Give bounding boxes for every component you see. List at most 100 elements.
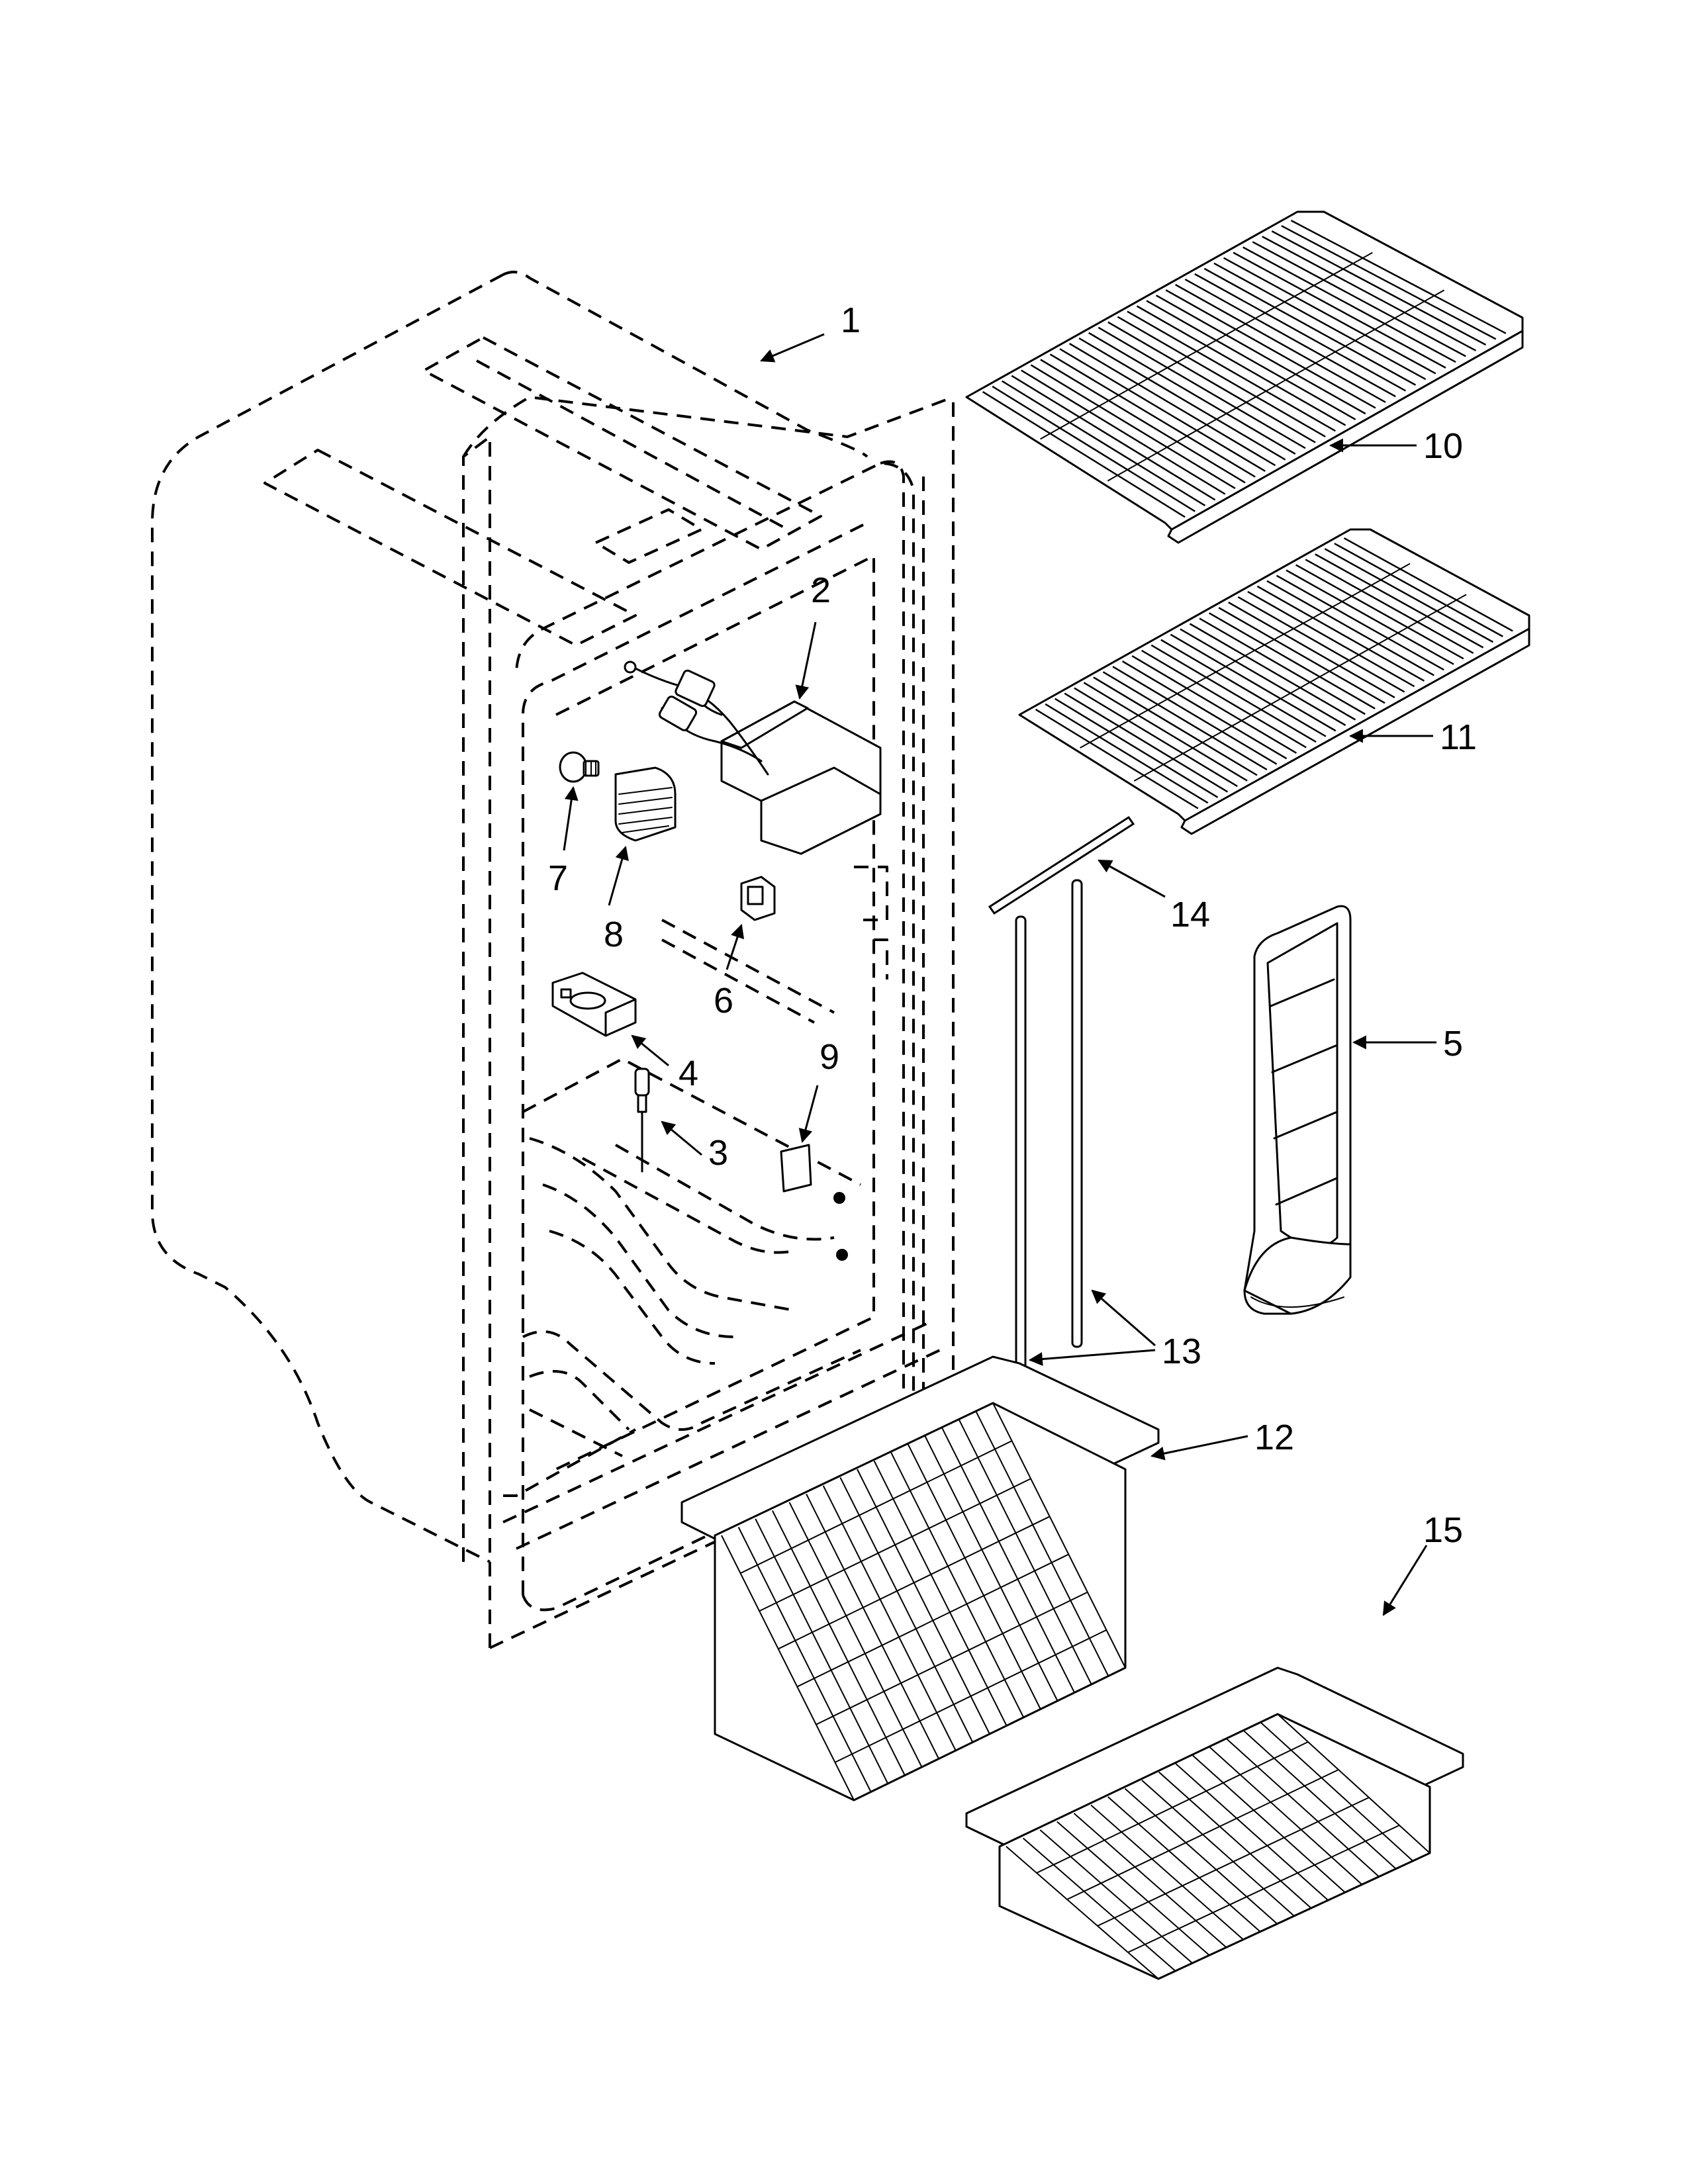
basket-part-15	[965, 1666, 1464, 1980]
wire-segment	[1022, 1837, 1176, 1972]
wire-segment	[759, 1478, 1031, 1612]
wire-segment	[1097, 1797, 1370, 1927]
wire-segment	[1266, 580, 1434, 676]
wire-segment	[822, 1485, 957, 1751]
wire-segment	[771, 1510, 906, 1776]
wire-segment	[1073, 1813, 1227, 1948]
callout-12: 12	[1254, 1418, 1294, 1457]
callout-2: 2	[811, 570, 831, 610]
callout-5: 5	[1443, 1024, 1463, 1064]
leader-line-9	[798, 1085, 819, 1144]
divider-part-5	[1243, 905, 1352, 1315]
wire-segment	[1030, 364, 1236, 490]
callout-3: 3	[708, 1133, 728, 1173]
wire-segment	[1233, 251, 1446, 369]
wire-segment	[1271, 230, 1487, 346]
wire-segment	[924, 1435, 1058, 1702]
wire-segment	[1194, 273, 1406, 392]
callout-8: 8	[604, 915, 624, 954]
wire-segment	[1098, 326, 1306, 449]
callout-13: 13	[1162, 1332, 1201, 1371]
callout-7: 7	[548, 858, 568, 898]
wire-segment	[1223, 257, 1436, 375]
wire-segment	[1175, 1763, 1329, 1901]
leader-line-13b	[1028, 1349, 1156, 1366]
wire-segment	[941, 1428, 1076, 1693]
wire-segment	[1295, 564, 1464, 660]
callout-9: 9	[820, 1037, 839, 1077]
wire-segment	[857, 1469, 990, 1735]
wire-segment	[1141, 1780, 1295, 1917]
wire-segment	[1141, 649, 1307, 749]
thermistor-part-3	[634, 1068, 650, 1173]
callout-15: 15	[1423, 1510, 1463, 1550]
wire-segment	[1121, 660, 1288, 760]
leader-line-14	[1098, 859, 1166, 898]
wire-segment	[1136, 305, 1346, 426]
callout-14: 14	[1170, 895, 1210, 934]
wire-segment	[1088, 332, 1296, 455]
wire-segment	[1124, 1788, 1278, 1925]
wire-segment	[1080, 563, 1411, 749]
wire-shelf-part-11	[1018, 528, 1530, 835]
wire-segment	[1049, 353, 1256, 478]
leader-lines	[563, 333, 1436, 1616]
wire-segment	[1107, 289, 1445, 482]
wire-segment	[1021, 369, 1226, 495]
wire-segment	[975, 1411, 1109, 1676]
screw-hole-dot	[833, 1192, 845, 1204]
wire-segment	[1165, 289, 1376, 409]
callout-11: 11	[1440, 717, 1477, 757]
wire-segment	[1277, 1713, 1430, 1854]
wire-segment	[1180, 628, 1346, 726]
wire-segment	[1324, 548, 1494, 643]
wire-segment	[1184, 278, 1396, 398]
wire-segment	[1189, 623, 1356, 721]
wire-segment	[1243, 246, 1456, 363]
screw-hole-dot	[836, 1249, 848, 1261]
wire-segment	[740, 1440, 1013, 1574]
wire-segment	[1192, 1754, 1346, 1893]
wire-segment	[1158, 1771, 1312, 1909]
wire-segment	[992, 385, 1196, 512]
wire-segment	[1035, 708, 1199, 809]
wire-segment	[1228, 602, 1395, 699]
wire-segment	[1090, 1804, 1244, 1940]
leader-line-15	[1382, 1545, 1428, 1616]
leader-line-6	[726, 924, 745, 970]
wire-segment	[1256, 585, 1425, 682]
light-bulb-part-7	[559, 751, 600, 783]
wire-segment	[796, 1553, 1069, 1688]
wire-segment	[992, 1402, 1126, 1668]
wire-segment	[1262, 236, 1477, 351]
wire-segment	[1156, 295, 1366, 415]
leader-line-1	[760, 333, 825, 363]
wire-segment	[1006, 1846, 1159, 1979]
wire-segment	[1059, 348, 1266, 472]
callout-10: 10	[1423, 426, 1463, 466]
wire-segment	[1056, 1821, 1210, 1956]
wire-segment	[778, 1516, 1051, 1650]
wire-segment	[839, 1477, 974, 1743]
wire-segment	[755, 1518, 889, 1784]
wire-shelf-part-10	[965, 210, 1524, 544]
rods-part-13	[1015, 879, 1083, 1404]
leader-line-13a	[1091, 1289, 1156, 1347]
wire-segment	[1112, 666, 1278, 765]
wire-segment	[1315, 553, 1484, 649]
wire-segment	[1170, 633, 1336, 732]
wire-segment	[1281, 225, 1497, 340]
cabinet-outline	[151, 271, 955, 1649]
wire-segment	[1260, 1721, 1414, 1862]
leader-line-3	[661, 1120, 702, 1156]
wire-segment	[1107, 1796, 1261, 1933]
wire-segment	[958, 1419, 1092, 1685]
leader-line-7	[563, 786, 579, 851]
wire-segment	[1243, 1730, 1397, 1870]
wire-segment	[1213, 262, 1427, 381]
wire-segment	[1083, 682, 1248, 782]
wire-segment	[890, 1452, 1025, 1718]
rod-part-14	[988, 815, 1135, 915]
leader-line-4	[631, 1034, 669, 1067]
